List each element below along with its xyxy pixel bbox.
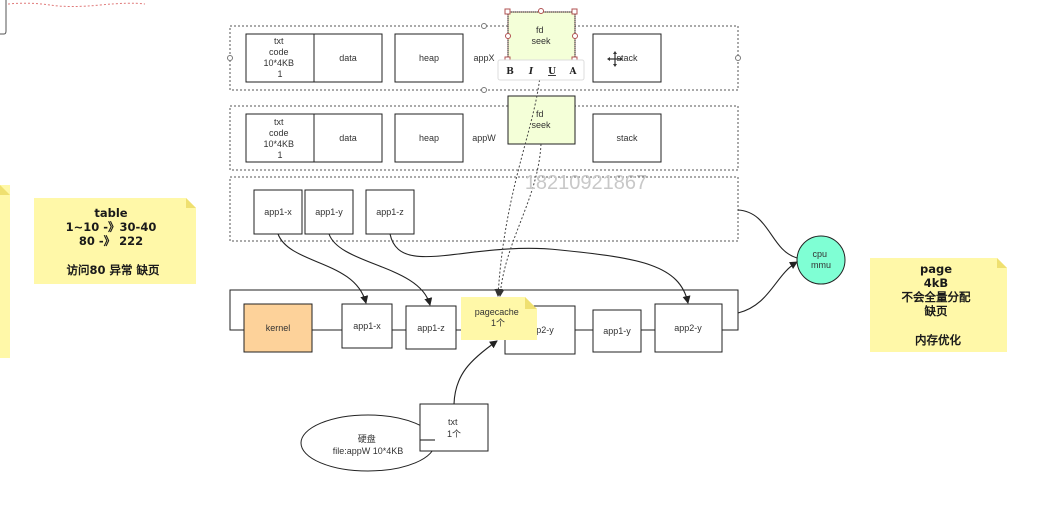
connector-cpu-memory — [737, 261, 798, 314]
cpu-mmu-label: cpu mmu — [811, 249, 831, 270]
app-w-container[interactable]: txt code 10*4KB 1 data heap appW fd seek… — [229, 95, 739, 171]
selection-handle[interactable] — [735, 55, 741, 61]
app-x-name: appX — [473, 53, 494, 63]
app-w-name: appW — [472, 133, 496, 143]
connector-disk-to-pagecache — [453, 340, 498, 405]
selection-handle[interactable] — [481, 23, 487, 29]
page-table-box-app1-y[interactable] — [304, 189, 354, 235]
app-x-txt-label: txt code 10*4KB 1 — [263, 36, 296, 79]
bold-icon: B — [506, 67, 514, 77]
page-table-box-label: app1-z — [376, 207, 404, 217]
app-w-fd-label: fd seek — [531, 109, 551, 130]
kernel-label: kernel — [266, 323, 291, 333]
disk-label: 硬盘 file:appW 10*4KB — [333, 433, 404, 456]
move-cursor-icon — [607, 51, 623, 67]
connector-page-table-z-to-memory — [389, 233, 691, 304]
memory-cell-app2-y[interactable] — [654, 303, 723, 353]
app-x-data-label: data — [339, 53, 357, 63]
kernel-box[interactable] — [243, 303, 313, 353]
app-w-stack-label: stack — [616, 133, 638, 143]
underline-icon: U — [548, 67, 556, 77]
app-x-txt-box[interactable] — [245, 33, 315, 83]
resize-handle[interactable] — [538, 8, 544, 14]
app-x-container[interactable]: txt code 10*4KB 1 data heap appX stack — [227, 23, 741, 93]
font-color-icon: A — [569, 67, 578, 77]
bold-button[interactable]: B — [500, 62, 520, 78]
disk-txt-box[interactable]: txt 1个 — [419, 403, 489, 452]
text-format-toolbar: B I U A — [497, 59, 585, 81]
page-table-container[interactable]: app1-x app1-y app1-z — [229, 176, 739, 242]
selection-handle[interactable] — [227, 55, 233, 61]
page-table-box-app1-z[interactable] — [365, 189, 415, 235]
page-note[interactable]: page 4kB 不会全量分配 缺页 内存优化 — [870, 258, 1007, 352]
underline-button[interactable]: U — [542, 62, 562, 78]
watermark-text: 18210921867 — [525, 172, 647, 194]
resize-handle[interactable] — [505, 33, 511, 39]
connector-page-table-y-to-memory — [328, 233, 433, 306]
memory-cell-app1-z[interactable] — [405, 305, 457, 350]
selection-handle[interactable] — [481, 87, 487, 93]
disk-node[interactable]: 硬盘 file:appW 10*4KB — [300, 414, 436, 472]
pagecache-note[interactable] — [461, 297, 537, 340]
app-w-data-label: data — [339, 133, 357, 143]
memory-cell-label: app1-y — [603, 326, 631, 336]
resize-handle[interactable] — [571, 8, 578, 15]
connector-page-table-x-to-memory — [277, 233, 369, 304]
dotted-appw-fd-to-pagecache — [496, 143, 542, 297]
corner-squiggle — [7, 2, 146, 7]
memory-cell-label: app2-y — [526, 325, 554, 335]
resize-handle[interactable] — [572, 33, 578, 39]
left-edge-note — [0, 185, 10, 358]
app-w-fd-box[interactable] — [507, 95, 576, 145]
app-w-txt-box[interactable] — [245, 113, 315, 163]
app-w-data-box[interactable] — [313, 113, 383, 163]
memory-container[interactable]: kernel app1-x app1-z app2-y app1-y app2-… — [229, 289, 739, 355]
page-table-box-label: app1-x — [264, 207, 292, 217]
memory-cell-label: app1-x — [353, 321, 381, 331]
memory-cell-app1-x[interactable] — [341, 303, 393, 349]
cpu-mmu-node[interactable]: cpu mmu — [796, 235, 846, 285]
resize-handle[interactable] — [504, 8, 511, 15]
pagecache-label: pagecache 1个 — [475, 307, 522, 328]
app-w-stack-box[interactable] — [592, 113, 662, 163]
table-note-text: table 1~10 -》30-40 80 -》 222 访问80 异常 缺页 — [66, 206, 161, 277]
italic-button[interactable]: I — [521, 62, 541, 78]
app-x-fd-label: fd seek — [531, 25, 551, 46]
app-x-fd-box[interactable]: fd seek — [504, 8, 578, 63]
page-note-text: page 4kB 不会全量分配 缺页 内存优化 — [901, 262, 974, 347]
app-x-heap-label: heap — [419, 53, 439, 63]
app-w-txt-label: txt code 10*4KB 1 — [263, 117, 296, 160]
connector-cpu-page-table — [737, 209, 798, 259]
connectors — [277, 209, 798, 441]
app-w-heap-box[interactable] — [394, 113, 464, 163]
app-x-stack-box[interactable] — [592, 33, 662, 83]
app-x-data-box[interactable] — [313, 33, 383, 83]
app-x-heap-box[interactable] — [394, 33, 464, 83]
page-table-box-label: app1-y — [315, 207, 343, 217]
memory-cell-label: app2-y — [674, 323, 702, 333]
app-x-stack-label: stack — [616, 53, 638, 63]
page-table-box-app1-x[interactable] — [253, 189, 303, 235]
corner-fragment — [0, 0, 7, 35]
table-note[interactable]: table 1~10 -》30-40 80 -》 222 访问80 异常 缺页 — [34, 198, 196, 284]
memory-cell-app1-y[interactable] — [592, 309, 642, 353]
font-color-button[interactable]: A — [563, 62, 583, 78]
memory-cell-label: app1-z — [417, 323, 445, 333]
app-w-heap-label: heap — [419, 133, 439, 143]
italic-icon: I — [528, 67, 534, 77]
disk-txt-label: txt 1个 — [447, 417, 461, 439]
